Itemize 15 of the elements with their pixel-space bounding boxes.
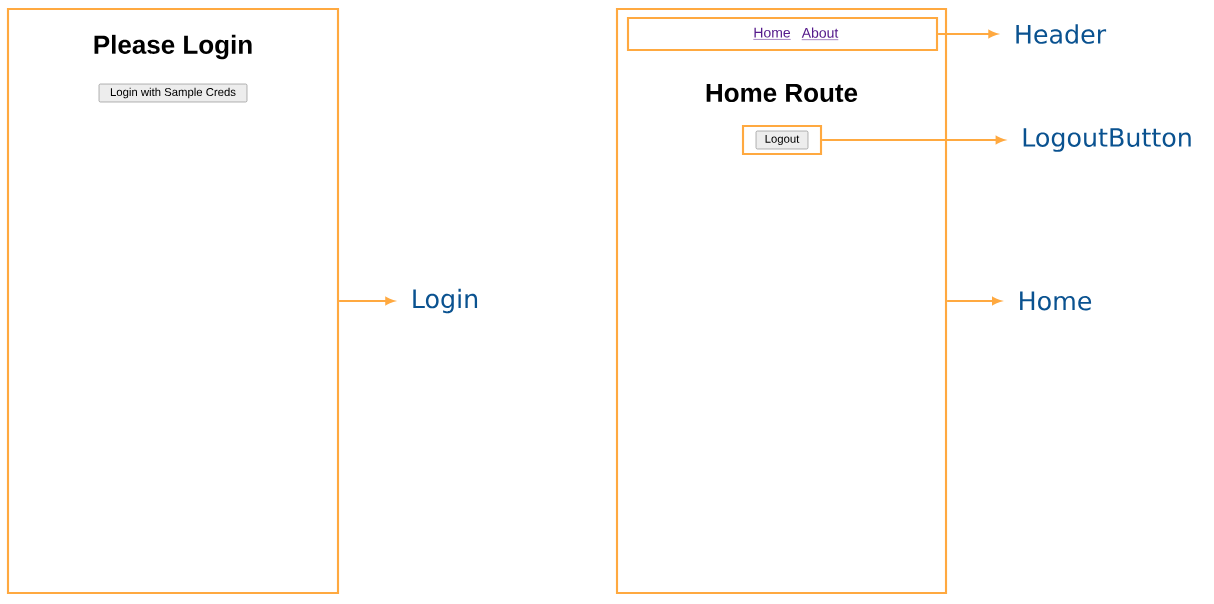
link: About — [801, 27, 839, 40]
button: Login with Sample Creds — [98, 83, 248, 103]
component-label: Home — [1020, 291, 1092, 311]
arrow — [947, 297, 1001, 305]
arrow — [822, 136, 1005, 144]
arrow — [938, 30, 998, 38]
component-label: LogoutButton — [1023, 128, 1191, 152]
component-label: Header — [1016, 24, 1107, 44]
page-heading: Home Route — [706, 83, 858, 103]
link: Home — [753, 27, 791, 40]
component-label: Login — [413, 288, 478, 314]
page-heading: Please Login — [94, 34, 252, 60]
button: Logout — [755, 130, 809, 150]
highlight-frame — [741, 124, 823, 156]
arrow — [339, 297, 395, 305]
